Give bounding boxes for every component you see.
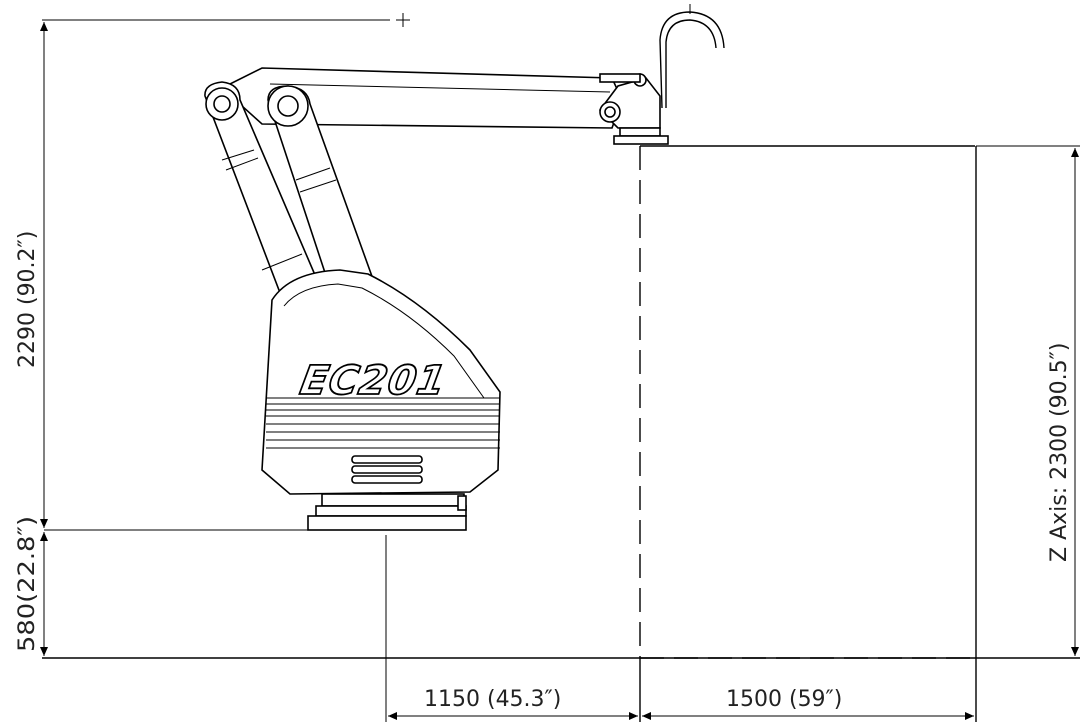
robot-illustration: EC201 (204, 4, 725, 531)
vent-slots (351, 455, 423, 484)
base-dimension-label: 580(22.8″) (15, 516, 40, 652)
body-housing (261, 269, 501, 495)
z-axis-dimension-label: Z Axis: 2300 (90.5″) (1047, 343, 1072, 562)
height-dimension-label: 2290 (90.2″) (15, 231, 40, 368)
base-plate-lower (307, 515, 467, 531)
model-logo: EC201 (297, 357, 450, 404)
width-dimension-label: 1500 (59″) (726, 687, 842, 712)
housing-ribs (266, 397, 500, 449)
base-plate-upper (321, 493, 465, 507)
rear-link-arm (204, 81, 320, 300)
base-plate-middle (315, 505, 467, 517)
suction-hose (659, 11, 725, 109)
crosshair-icon (396, 13, 410, 27)
reach-dimension-label: 1150 (45.3″) (424, 687, 561, 712)
